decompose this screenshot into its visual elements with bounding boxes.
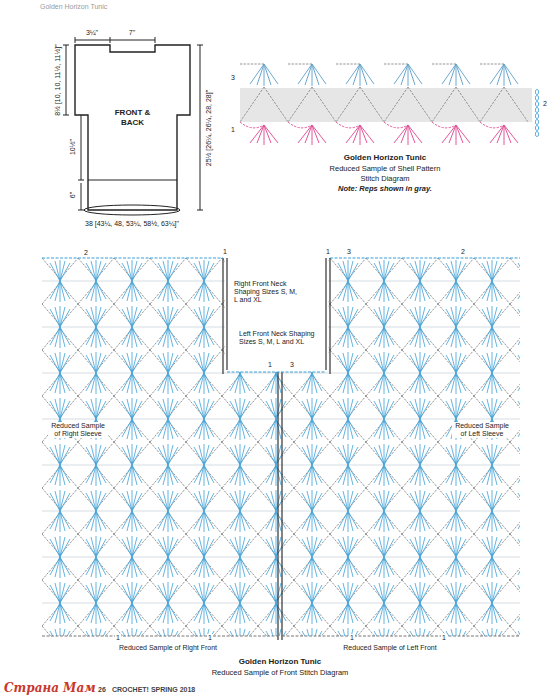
chain-stitch	[535, 101, 538, 106]
row-number: 2	[460, 248, 466, 256]
diagram-borders	[42, 258, 520, 640]
dimension: 38 [43¼, 48, 53¼, 58½, 63¼]"	[85, 220, 179, 228]
dimension: 7"	[128, 29, 136, 37]
chain-stitch	[535, 113, 538, 118]
dimension: 25½ [26¼, 26¼, 28, 28]"	[205, 90, 213, 166]
row-number: 1	[230, 126, 236, 134]
page-header: Golden Horizon Tunic	[40, 3, 107, 11]
stitch-stroke	[384, 122, 408, 128]
caption: Stitch Diagram	[360, 175, 409, 184]
stitch-field	[42, 258, 520, 636]
row-number: 3	[230, 74, 236, 82]
row-number: 1	[267, 361, 273, 369]
stitch-stroke	[288, 122, 312, 128]
stitch-stroke	[490, 64, 518, 86]
watermark: Страна Мам	[4, 682, 96, 696]
caption: Reduced Sample of Shell Pattern	[330, 165, 441, 174]
row-number: 2	[83, 249, 89, 257]
caption-title: Golden Horizon Tunic	[344, 153, 427, 162]
row-number: 1	[349, 634, 355, 642]
stitch-stroke	[288, 64, 336, 122]
stitch-stroke	[480, 64, 528, 122]
schematic	[63, 37, 203, 215]
part-label: FRONT & BACK	[113, 108, 153, 127]
stitch-stroke	[384, 64, 432, 122]
stitch-stroke	[336, 122, 360, 128]
row-number: 1	[115, 634, 121, 642]
repeat-band	[240, 88, 532, 122]
chain-stitch	[535, 107, 538, 112]
dimension: 3¼"	[85, 29, 99, 37]
section-label: Reduced Sample of Left Front	[342, 644, 437, 652]
section-label: Reduced Sample of Right Sleeve	[48, 422, 108, 438]
stitch-stroke	[432, 122, 456, 128]
stitch-stroke	[442, 64, 470, 86]
garment-outline: FRONT & BACK	[75, 45, 190, 210]
row-number: 3	[289, 361, 295, 369]
stitch-stroke	[336, 64, 384, 122]
section-label: Left Front Neck Shaping Sizes S, M, L an…	[238, 330, 320, 346]
chain-stitch	[535, 125, 538, 130]
stitch-stroke	[250, 64, 278, 86]
row-number: 1	[441, 634, 447, 642]
stitch-stroke	[346, 64, 374, 86]
chain-stitch	[535, 95, 538, 100]
chain-stitch	[535, 119, 538, 124]
dimension: 6"	[69, 192, 77, 198]
chain-stitch	[535, 131, 538, 136]
section-label: Reduced Sample of Right Front	[118, 644, 218, 652]
section-label: Right Front Neck Shaping Sizes S, M, L a…	[233, 280, 303, 304]
stitch-stroke	[480, 122, 504, 128]
stitch-stroke	[240, 122, 264, 128]
row-number: 1	[207, 634, 213, 642]
row-number: 1	[222, 248, 228, 256]
page-number: 26	[98, 686, 106, 694]
section-label: Reduced Sample of Left Sleeve	[452, 422, 512, 438]
row-number: 1	[325, 248, 331, 256]
stitch-stroke	[240, 64, 288, 122]
stitch-stroke	[432, 64, 480, 122]
stitch-stroke	[394, 64, 422, 86]
row-number: 2	[542, 100, 548, 108]
dimension: 10½"	[69, 139, 77, 155]
shell-pattern	[240, 64, 539, 145]
note: Note: Reps shown in gray.	[338, 185, 432, 194]
caption-title: Golden Horizon Tunic	[239, 657, 322, 666]
stitch-stroke	[298, 64, 326, 86]
dimension: 8½ [10, 10, 11½, 11½]"	[54, 44, 62, 116]
caption: Reduced Sample of Front Stitch Diagram	[212, 669, 349, 678]
magazine-name: CROCHET! SPRING 2018	[112, 686, 195, 694]
chain-stitch	[535, 89, 538, 94]
row-number: 3	[346, 248, 352, 256]
